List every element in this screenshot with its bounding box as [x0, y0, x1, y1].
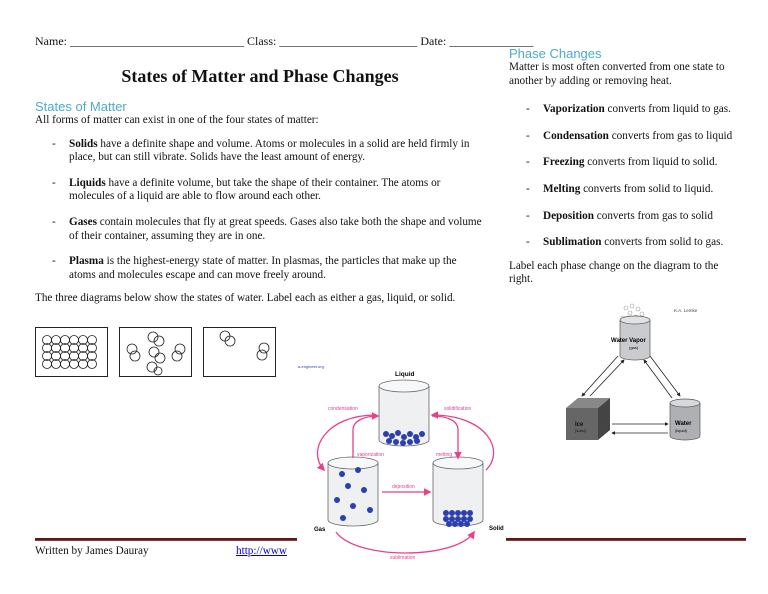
solid-cylinder	[432, 456, 484, 527]
solid-molecules-image	[42, 335, 97, 369]
phase-intro: Matter is most often converted from one …	[509, 61, 725, 87]
date-blank[interactable]: ______________	[449, 34, 534, 48]
name-blank[interactable]: _____________________________	[70, 34, 244, 48]
definition: converts from liquid to gas.	[604, 103, 731, 116]
ice-to-vapor-arrow	[589, 359, 625, 397]
phase-change-triangle-diagram: K.A. Lemke Water Vapor (gas) Ice (solid)…	[566, 303, 701, 441]
list-item: Plasma is the highest-energy state of ma…	[35, 255, 485, 282]
source-credit: a-engineer.org	[298, 364, 324, 369]
definition: have a definite volume, but take the sha…	[69, 176, 441, 203]
label-instruction: Label each phase change on the diagram t…	[509, 259, 719, 286]
term: Vaporization	[543, 103, 605, 116]
footer-author: Written by James Dauray	[35, 545, 149, 557]
sublimation-label: sublimation	[390, 555, 416, 561]
deposition-label: deposition	[392, 484, 415, 490]
student-info-line: Name: _____________________________ Clas…	[35, 34, 533, 49]
water-vapor-label: Water Vapor	[611, 338, 646, 344]
water-vapor-beaker	[619, 303, 651, 361]
definition: have a definite shape and volume. Atoms …	[69, 137, 470, 164]
list-item: Gases contain molecules that fly at grea…	[35, 216, 485, 243]
list-item: Freezing converts from liquid to solid.	[509, 156, 744, 170]
melting-label: melting	[436, 452, 452, 458]
phase-change-cylinder-diagram: a-engineer.org Liquid Gas Solid	[298, 364, 504, 561]
condensation-label: condensation	[328, 406, 358, 412]
water-to-vapor-arrow	[643, 359, 673, 399]
list-item: Deposition converts from gas to solid	[509, 210, 744, 224]
footer-rule-right	[506, 538, 746, 541]
gas-cylinder	[327, 456, 379, 527]
footer-link[interactable]: http://www	[236, 545, 287, 557]
term: Sublimation	[543, 236, 602, 249]
left-column: Name: _____________________________ Clas…	[35, 34, 533, 306]
definition: converts from solid to liquid.	[580, 182, 714, 195]
phase-list: Vaporization converts from liquid to gas…	[509, 103, 744, 250]
gas-molecules-image	[219, 330, 270, 361]
water-label: Water	[675, 421, 692, 427]
vapor-to-water-arrow	[649, 355, 681, 397]
melting-arrow	[430, 411, 495, 471]
definition: converts from gas to liquid	[608, 129, 733, 142]
phase-heading: Phase Changes	[509, 46, 602, 61]
list-item: Sublimation converts from solid to gas.	[509, 236, 744, 250]
name-label: Name:	[35, 34, 67, 48]
list-item: Condensation converts from gas to liquid	[509, 130, 744, 144]
condensation-arrow	[316, 414, 377, 472]
footer-rule-left	[35, 538, 297, 541]
states-heading: States of Matter	[35, 99, 127, 114]
term: Freezing	[543, 156, 585, 169]
term: Melting	[543, 182, 581, 195]
list-item: Solids have a definite shape and volume.…	[35, 138, 485, 165]
term: Deposition	[543, 209, 594, 222]
liquid-label: Liquid	[395, 371, 415, 378]
state-box-gas[interactable]	[203, 327, 276, 377]
list-item: Vaporization converts from liquid to gas…	[509, 103, 744, 117]
vapor-to-ice-arrow	[581, 355, 619, 397]
vaporization-label: vaporization	[357, 452, 384, 458]
term: Plasma	[69, 255, 104, 268]
list-item: Liquids have a definite volume, but take…	[35, 177, 485, 204]
definition: contain molecules that fly at great spee…	[69, 215, 482, 242]
class-label: Class:	[247, 34, 277, 48]
date-label: Date:	[420, 34, 447, 48]
class-blank[interactable]: _______________________	[279, 34, 418, 48]
solid-label: Solid	[489, 526, 504, 532]
water-sub: (liquid)	[675, 428, 688, 433]
definition: converts from gas to solid	[593, 209, 713, 222]
sublimation-arrow	[335, 530, 475, 554]
page-title: States of Matter and Phase Changes	[121, 66, 399, 86]
term: Condensation	[543, 129, 609, 142]
right-column: Phase Changes Matter is most often conve…	[509, 46, 744, 287]
term: Solids	[69, 137, 98, 150]
states-list: Solids have a definite shape and volume.…	[35, 138, 485, 283]
ice-sub: (solid)	[575, 428, 587, 433]
states-intro: All forms of matter can exist in one of …	[35, 114, 319, 126]
solidification-label: solidification	[444, 406, 471, 412]
ice-cube	[566, 398, 610, 440]
diagram-instruction: The three diagrams below show the states…	[35, 292, 456, 305]
ice-label: Ice	[575, 422, 584, 428]
liquid-cylinder	[378, 379, 430, 447]
definition: is the highest-energy state of matter. I…	[69, 255, 457, 281]
credit-label: K.A. Lemke	[674, 308, 698, 313]
vaporization-arrow	[352, 412, 380, 458]
list-item: Melting converts from solid to liquid.	[509, 183, 744, 197]
gas-label: Gas	[314, 527, 326, 533]
liquid-molecules-image	[126, 331, 186, 376]
definition: converts from liquid to solid.	[584, 156, 718, 169]
state-box-solid[interactable]	[35, 327, 108, 377]
definition: converts from solid to gas.	[601, 236, 724, 249]
state-box-liquid[interactable]	[119, 327, 192, 377]
water-vapor-sub: (gas)	[629, 345, 639, 350]
term: Liquids	[69, 176, 106, 189]
water-beaker	[669, 398, 701, 441]
term: Gases	[69, 215, 97, 228]
